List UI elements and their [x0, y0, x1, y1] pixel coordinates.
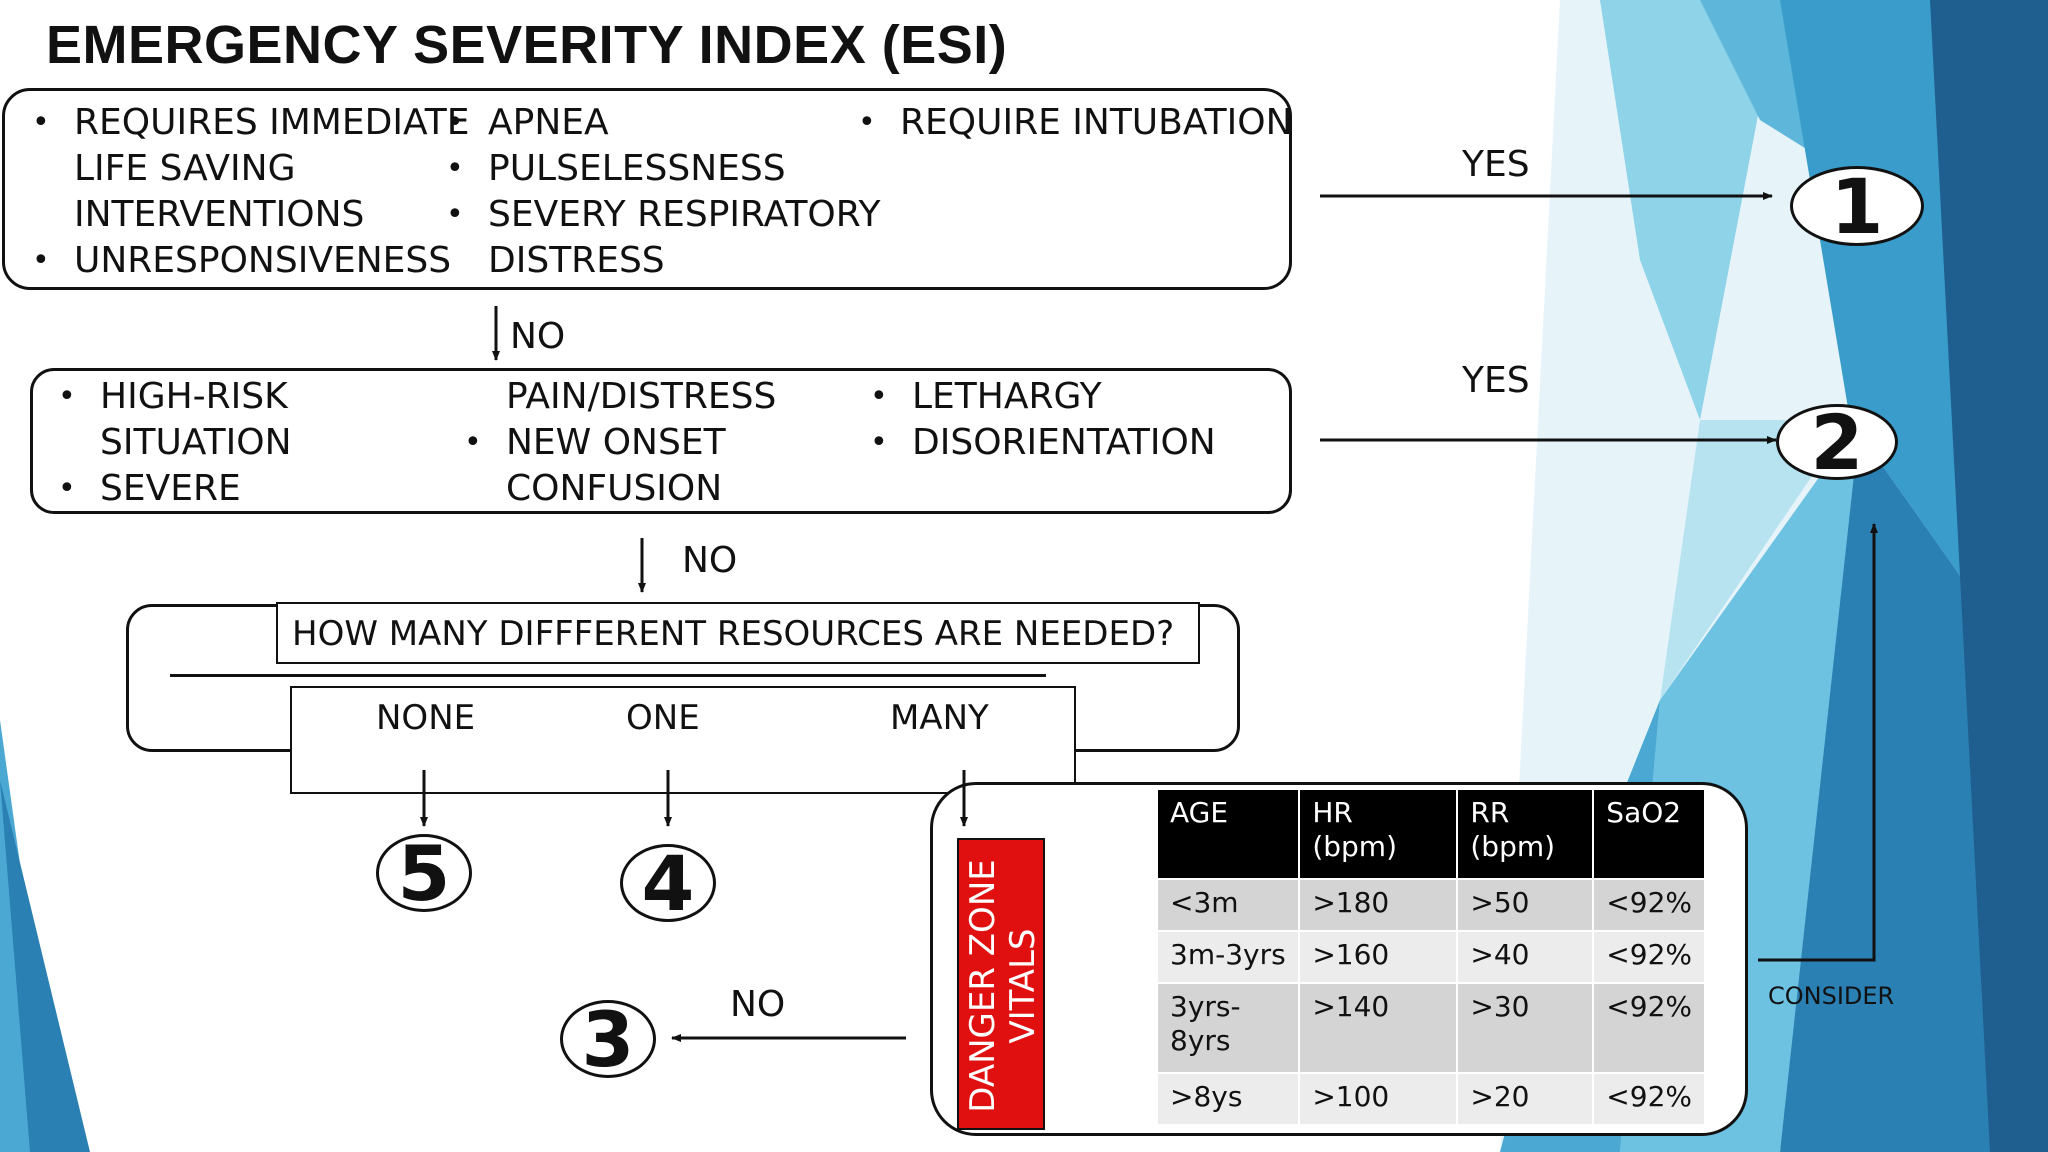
step1-item-1-line2: LIFE SAVING	[74, 148, 296, 189]
vitals-cell: <92%	[1592, 1072, 1706, 1126]
vitals-cell: >8ys	[1155, 1072, 1301, 1126]
danger-zone-vitals-table: AGE HR (bpm) RR (bpm) SaO2 <3m >180 >50 …	[1155, 788, 1706, 1126]
step2-item-4: LETHARGY	[870, 374, 1102, 420]
step1-item-1-line3: INTERVENTIONS	[74, 194, 365, 235]
no-label-2: NO	[682, 540, 738, 581]
step2-item-3: NEW ONSET	[464, 420, 725, 466]
vitals-header-sao2: SaO2	[1592, 788, 1706, 880]
vitals-cell: 3m-3yrs	[1155, 930, 1301, 984]
no-label-1: NO	[510, 316, 566, 357]
vitals-cell: >140	[1298, 982, 1459, 1074]
vitals-cell: >30	[1456, 982, 1595, 1074]
vitals-cell: <92%	[1592, 930, 1706, 984]
vitals-cell: >40	[1456, 930, 1595, 984]
vitals-cell: >180	[1298, 878, 1459, 932]
header-hr-text: HR (bpm)	[1312, 796, 1397, 863]
option-none: NONE	[376, 698, 476, 738]
option-one: ONE	[626, 698, 700, 738]
consider-label: CONSIDER	[1768, 982, 1895, 1010]
danger-zone-label-box: DANGER ZONE VITALS	[957, 838, 1045, 1130]
table-row: 3m-3yrs >160 >40 <92%	[1155, 930, 1706, 984]
vitals-cell: >50	[1456, 878, 1595, 932]
step1-item-6: REQUIRE INTUBATION	[858, 100, 1293, 146]
vitals-header-row: AGE HR (bpm) RR (bpm) SaO2	[1155, 788, 1706, 880]
vitals-header-age: AGE	[1155, 788, 1301, 880]
table-row: <3m >180 >50 <92%	[1155, 878, 1706, 932]
yes-label-1: YES	[1462, 144, 1530, 185]
esi-level-4-circle: 4	[620, 839, 716, 928]
vitals-header-rr: RR (bpm)	[1456, 788, 1595, 880]
step2-item-1-line2: SITUATION	[100, 422, 292, 463]
step2-item-2-line2: PAIN/DISTRESS	[506, 376, 777, 417]
page-title: EMERGENCY SEVERITY INDEX (ESI)	[46, 15, 1008, 75]
vitals-cell: <3m	[1155, 878, 1301, 932]
resources-question: HOW MANY DIFFFERENT RESOURCES ARE NEEDED…	[292, 614, 1175, 654]
vitals-cell: >160	[1298, 930, 1459, 984]
option-many: MANY	[890, 698, 989, 738]
yes-label-2: YES	[1462, 360, 1530, 401]
step1-item-5-line2: DISTRESS	[488, 240, 665, 281]
resources-question-box	[276, 602, 1200, 664]
header-rr-text: RR (bpm)	[1470, 796, 1556, 863]
vitals-cell: >20	[1456, 1072, 1595, 1126]
esi-level-1-circle: 1	[1790, 162, 1924, 251]
step1-item-5: SEVERY RESPIRATORY	[446, 192, 881, 238]
esi-level-3-circle: 3	[560, 995, 656, 1084]
step2-item-1: HIGH-RISK	[58, 374, 288, 420]
step1-item-1: REQUIRES IMMEDIATE	[32, 100, 469, 146]
vitals-cell: >100	[1298, 1072, 1459, 1126]
esi-level-2-circle: 2	[1776, 398, 1898, 487]
vitals-cell: <92%	[1592, 982, 1706, 1074]
step2-item-5: DISORIENTATION	[870, 420, 1216, 466]
header-sao2-text: SaO2	[1606, 796, 1682, 829]
resources-divider	[170, 674, 1046, 677]
step1-item-4: PULSELESSNESS	[446, 146, 786, 192]
step1-item-3: APNEA	[446, 100, 609, 146]
resources-options-box	[290, 686, 1076, 794]
vitals-cell: 3yrs- 8yrs	[1155, 982, 1301, 1074]
step1-item-2: UNRESPONSIVENESS	[32, 238, 451, 284]
esi-level-5-circle: 5	[376, 829, 472, 918]
header-age-text: AGE	[1170, 796, 1229, 829]
vitals-cell: <92%	[1592, 878, 1706, 932]
table-row: >8ys >100 >20 <92%	[1155, 1072, 1706, 1126]
table-row: 3yrs- 8yrs >140 >30 <92%	[1155, 982, 1706, 1074]
no-label-3: NO	[730, 984, 786, 1025]
vitals-header-hr: HR (bpm)	[1298, 788, 1459, 880]
step2-item-3-line2: CONFUSION	[506, 468, 723, 509]
consider-connector	[1758, 523, 1878, 962]
step2-item-2: SEVERE	[58, 466, 241, 512]
